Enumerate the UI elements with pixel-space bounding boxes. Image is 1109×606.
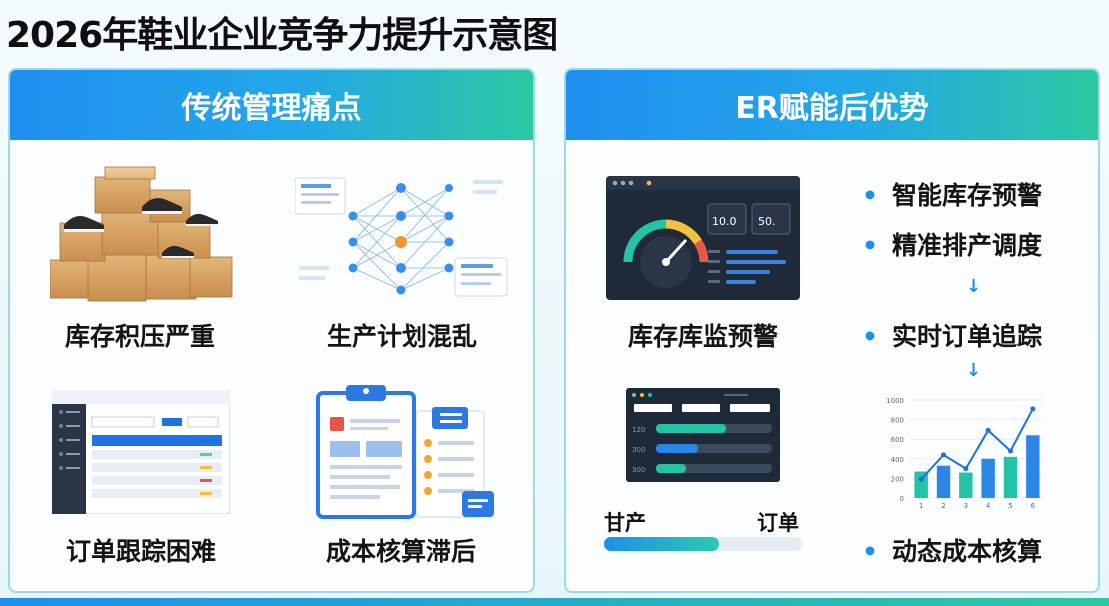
progress-track <box>604 537 802 551</box>
trend-point <box>985 427 991 433</box>
monitor-label: 库存库监预警 <box>627 322 779 351</box>
bottom-accent-bar <box>0 598 1109 606</box>
bullet-1: •智能库存预警 <box>862 181 1042 210</box>
bar <box>1003 456 1018 498</box>
x-tick-label: 5 <box>1008 502 1012 510</box>
x-tick-label: 4 <box>986 502 991 510</box>
gauge-readout-1: 10.0 <box>712 215 737 228</box>
bar-row-label-2: 300 <box>632 446 645 454</box>
bar <box>1026 435 1040 498</box>
x-tick-label: 1 <box>919 502 923 510</box>
bullet-3: •实时订单追踪 <box>862 322 1042 351</box>
y-tick-label: 200 <box>891 475 904 483</box>
clipboard-documents-icon <box>316 385 494 519</box>
trend-point <box>941 452 946 458</box>
right-panel-header: ER赋能后优势 <box>566 70 1098 140</box>
y-tick-label: 0 <box>900 495 904 503</box>
y-tick-label: 400 <box>891 456 904 464</box>
progress-left-label: 甘产 <box>604 511 646 535</box>
x-tick-label: 2 <box>941 502 945 510</box>
progress-right-label: 订单 <box>757 511 799 535</box>
bar <box>959 472 973 498</box>
left-item-3-label: 订单跟踪困难 <box>65 537 217 566</box>
left-item-2-label: 生产计划混乱 <box>326 322 478 351</box>
trend-point <box>918 476 924 482</box>
down-arrow-icon: ↓ <box>966 276 982 297</box>
trend-point <box>1008 448 1013 454</box>
gauge-dashboard-icon: 10.0 50. <box>606 176 800 300</box>
bar <box>936 465 951 498</box>
stacked-boxes-shoes-icon <box>50 166 233 302</box>
trend-line <box>920 408 1034 481</box>
x-tick-label: 6 <box>1031 502 1036 510</box>
order-table-icon <box>52 390 230 514</box>
page-title: 2026年鞋业企业竞争力提升示意图 <box>6 15 558 56</box>
progress-fill <box>604 537 719 551</box>
gauge-readout-2: 50. <box>758 215 776 228</box>
bullet-2: •精准排产调度 <box>862 231 1042 260</box>
x-tick-label: 3 <box>964 502 968 510</box>
bar-row-label-1: 120 <box>632 426 645 434</box>
tangled-network-icon <box>295 177 508 297</box>
trend-point <box>1030 406 1036 412</box>
bar <box>914 471 928 498</box>
bar <box>981 458 995 498</box>
right-panel: ER赋能后优势 <box>564 68 1100 593</box>
left-panel-header: 传统管理痛点 <box>10 70 533 140</box>
growth-bar-line-chart: 0 200 400 600 800 1000 1 2 3 4 5 6 <box>886 397 1044 510</box>
trend-point <box>963 466 969 472</box>
y-tick-label: 800 <box>891 417 904 425</box>
y-tick-label: 600 <box>891 436 904 444</box>
left-item-1-label: 库存积压严重 <box>64 322 216 351</box>
bar-row-label-3: 300 <box>632 466 645 474</box>
bar-dashboard-icon: 120 300 300 <box>626 388 780 482</box>
y-tick-label: 1000 <box>886 397 904 405</box>
down-arrow-icon: ↓ <box>966 360 982 381</box>
bullet-4: •动态成本核算 <box>862 537 1042 566</box>
left-item-4-label: 成本核算滞后 <box>325 537 477 566</box>
